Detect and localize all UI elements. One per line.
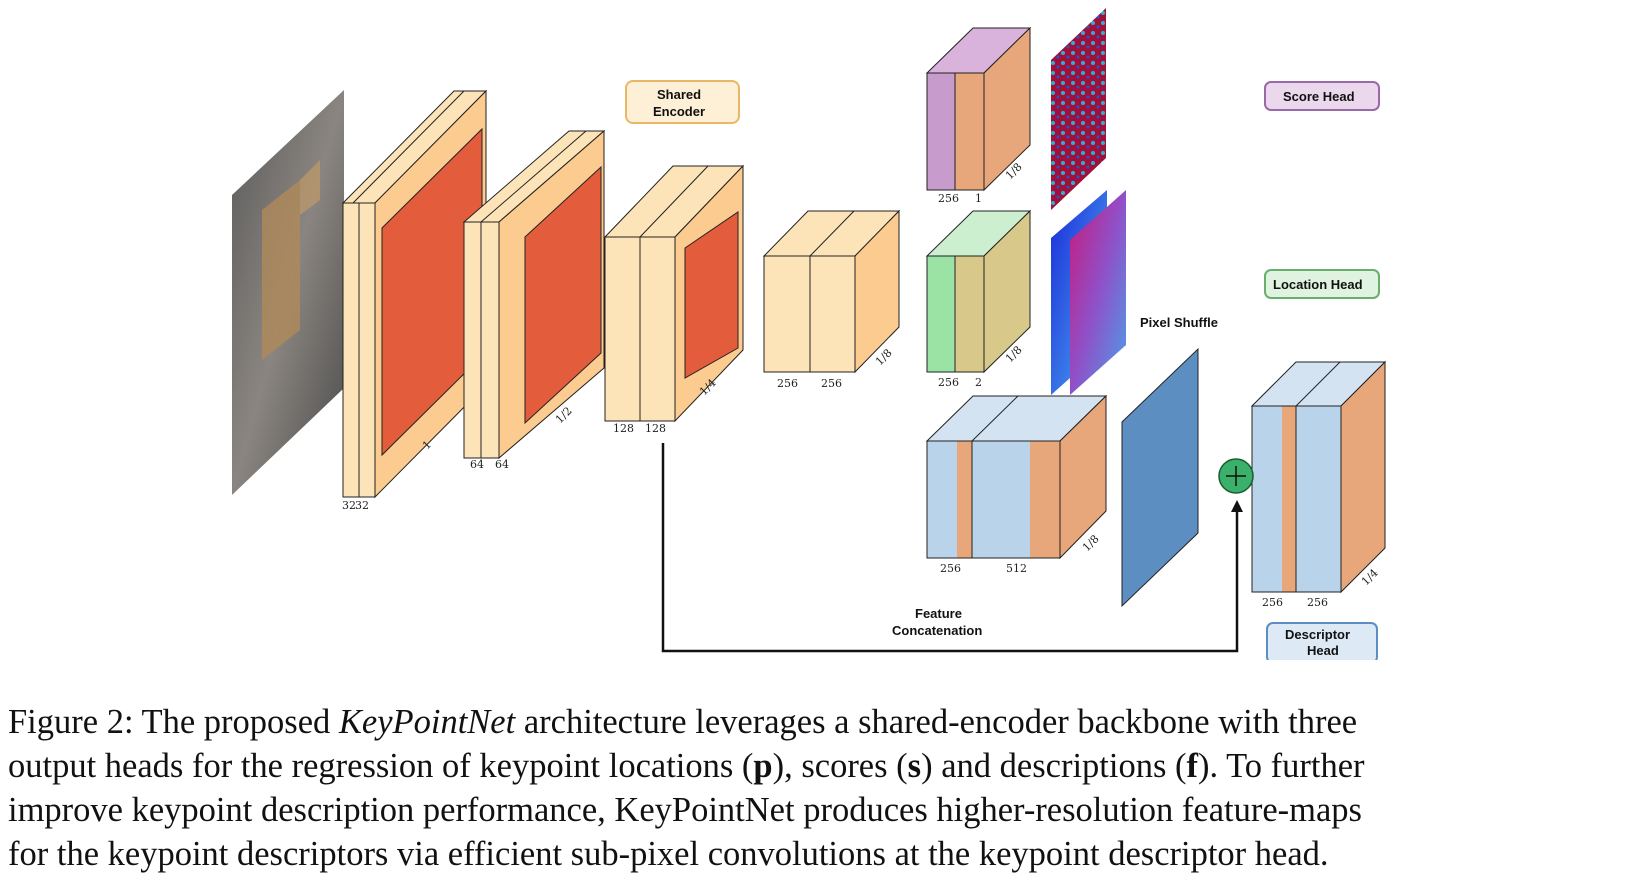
encoder-block-1: 32 32 1 <box>341 89 488 512</box>
score-dim-a: 256 <box>938 192 959 205</box>
score-map <box>1051 8 1106 210</box>
desc-dim-b: 512 <box>1006 562 1027 575</box>
score-dim-b: 1 <box>975 192 982 205</box>
score-head-label: Score Head <box>1264 81 1380 111</box>
svg-text:Encoder: Encoder <box>653 104 705 119</box>
feature-concat-label-2: Concatenation <box>892 623 982 638</box>
location-head-block: 256 2 1/8 <box>925 209 1032 389</box>
loc-dim-b: 2 <box>975 376 982 389</box>
block1-dim-b: 32 <box>355 499 369 512</box>
block4-dim-b: 256 <box>821 377 842 390</box>
shared-encoder-label: Shared Encoder <box>625 80 740 124</box>
descriptor-output-block: 256 256 1/4 <box>1250 360 1387 609</box>
encoder-block-2: 64 64 1/2 <box>462 129 606 471</box>
block2-dim-a: 64 <box>470 458 484 471</box>
block4-dim-a: 256 <box>777 377 798 390</box>
descriptor-head-label: Descriptor Head <box>1266 622 1378 660</box>
desc-dim-a: 256 <box>940 562 961 575</box>
add-node <box>1218 458 1254 494</box>
architecture-diagram: 32 32 1 64 64 1/2 128 128 1/4 256 256 1/… <box>232 8 1387 660</box>
out-dim-b: 256 <box>1307 596 1328 609</box>
descriptor-concat-block: 256 512 1/8 <box>925 394 1108 575</box>
location-map-2 <box>1070 190 1126 395</box>
block2-dim-b: 64 <box>495 458 509 471</box>
block3-dim-a: 128 <box>613 422 634 435</box>
location-head-label: Location Head <box>1264 269 1380 299</box>
score-head-block: 256 1 1/8 <box>925 26 1032 205</box>
block3-dim-b: 128 <box>645 422 666 435</box>
caption-line-2: output heads for the regression of keypo… <box>8 747 1365 785</box>
encoder-block-3: 128 128 1/4 <box>603 164 745 435</box>
input-image <box>232 90 344 495</box>
feature-concat-arrow <box>661 443 1243 653</box>
pixel-shuffle-plane <box>1121 347 1199 608</box>
caption-line-1: Figure 2: The proposed KeyPointNet archi… <box>8 703 1358 741</box>
svg-text:Descriptor: Descriptor <box>1285 627 1350 642</box>
svg-text:Score Head: Score Head <box>1283 89 1355 104</box>
figure-caption: Figure 2: The proposed KeyPointNet archi… <box>8 700 1638 876</box>
block1-dim-a: 32 <box>342 499 356 512</box>
svg-text:Head: Head <box>1307 643 1339 658</box>
desc-scale: 1/8 <box>1080 532 1102 554</box>
caption-line-3: improve keypoint description performance… <box>8 791 1362 829</box>
pixel-shuffle-label: Pixel Shuffle <box>1140 315 1218 330</box>
caption-line-4: for the keypoint descriptors via efficie… <box>8 835 1329 873</box>
out-dim-a: 256 <box>1262 596 1283 609</box>
svg-text:Location Head: Location Head <box>1273 277 1363 292</box>
svg-text:Shared: Shared <box>657 87 701 102</box>
encoder-block-4: 256 256 1/8 <box>762 209 901 390</box>
loc-dim-a: 256 <box>938 376 959 389</box>
feature-concat-label-1: Feature <box>915 606 962 621</box>
